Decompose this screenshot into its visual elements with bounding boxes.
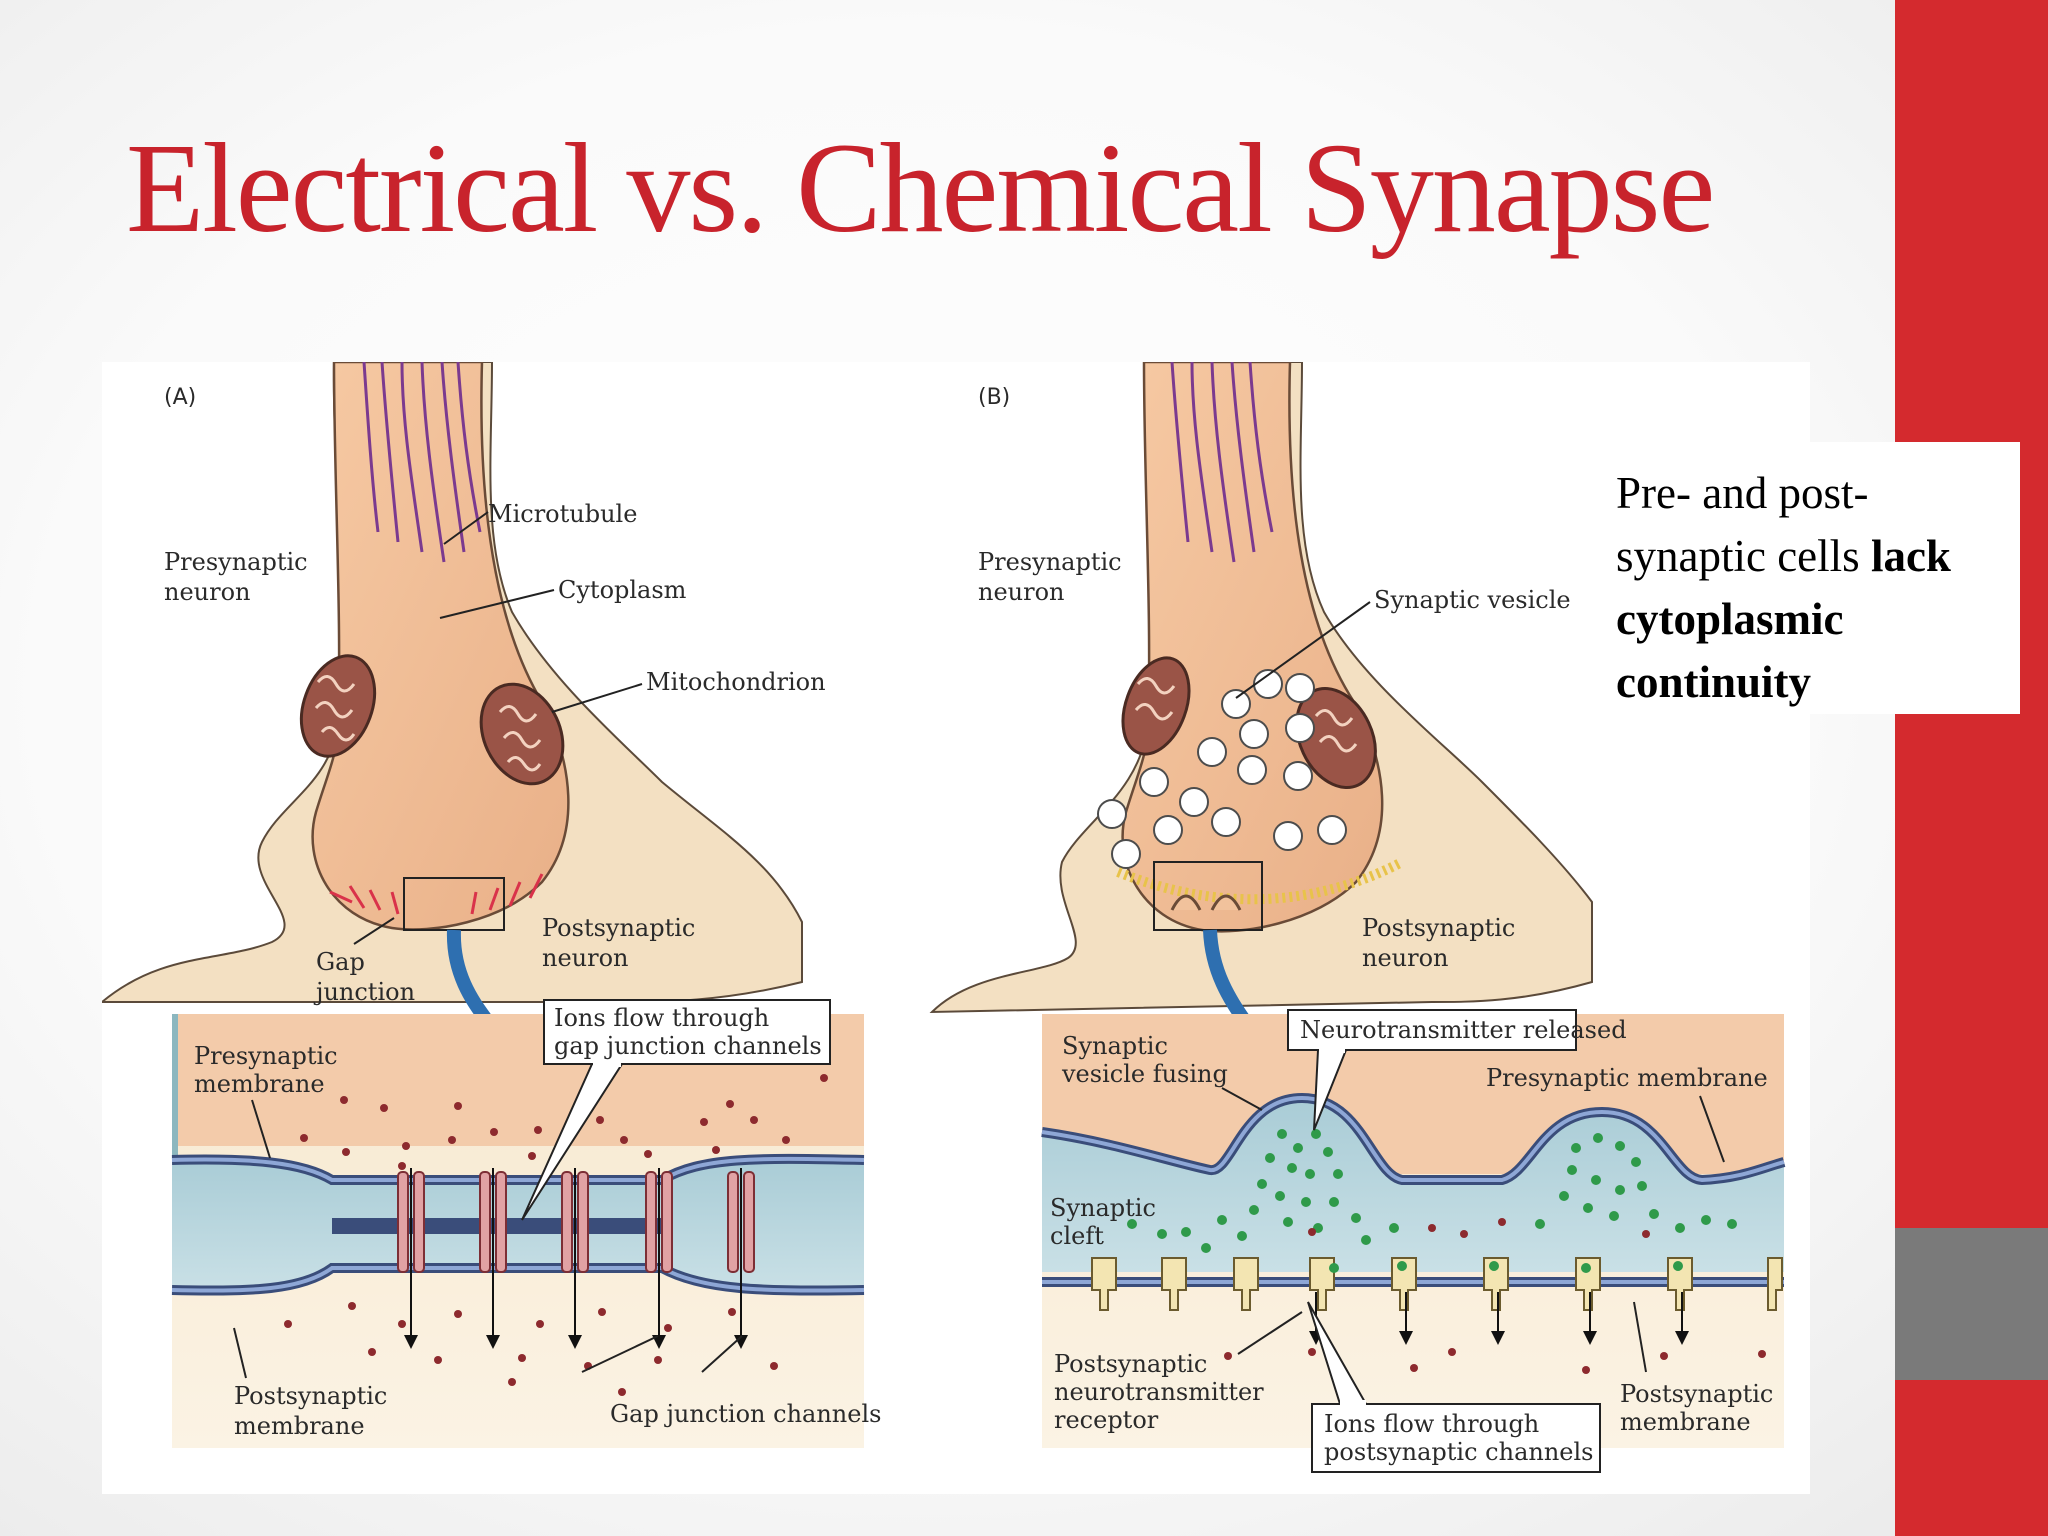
label-microtubule: Microtubule: [488, 500, 637, 528]
note-emphasis-continuity: continuity: [1616, 657, 1812, 707]
label-receptor-3: receptor: [1054, 1406, 1159, 1434]
panel-b-letter: (B): [978, 385, 1010, 410]
label-a-presynaptic-membrane-2: membrane: [194, 1070, 325, 1098]
panel-b-detail-inset: [1041, 1009, 1786, 1473]
note-line-1: Pre- and post-: [1616, 468, 1869, 518]
label-ions-flow-postsynaptic-2: postsynaptic channels: [1324, 1438, 1593, 1466]
label-b-presynaptic-membrane: Presynaptic membrane: [1486, 1064, 1768, 1092]
note-emphasis-lack: lack: [1870, 531, 1951, 581]
label-a-presynaptic-neuron-2: neuron: [164, 578, 251, 606]
panel-a-terminal: [102, 362, 803, 1052]
label-a-postsynaptic-membrane-2: membrane: [234, 1412, 365, 1440]
label-gap-junction-channels: Gap junction channels: [610, 1400, 881, 1428]
label-gap-junction: Gap: [316, 948, 365, 976]
panel-a-letter: (A): [164, 385, 196, 410]
label-synaptic-cleft-2: cleft: [1050, 1222, 1104, 1250]
label-receptor: Postsynaptic: [1054, 1350, 1207, 1378]
label-a-postsynaptic-neuron-2: neuron: [542, 944, 629, 972]
accent-bar-gray-block: [1895, 1228, 2048, 1380]
label-a-postsynaptic-neuron: Postsynaptic: [542, 914, 695, 942]
label-b-presynaptic-neuron-2: neuron: [978, 578, 1065, 606]
label-mitochondrion: Mitochondrion: [646, 668, 826, 696]
label-cytoplasm: Cytoplasm: [558, 576, 687, 604]
label-b-postsynaptic-neuron-2: neuron: [1362, 944, 1449, 972]
panel-b-terminal: [929, 362, 1593, 1058]
label-a-presynaptic-membrane: Presynaptic: [194, 1042, 338, 1070]
synapse-figure: (A) Presynaptic neuron Microtubule Cytop…: [102, 362, 1810, 1494]
label-b-postsynaptic-membrane: Postsynaptic: [1620, 1380, 1773, 1408]
label-neurotransmitter-released: Neurotransmitter released: [1300, 1016, 1627, 1044]
label-b-presynaptic-neuron: Presynaptic: [978, 548, 1122, 576]
label-synaptic-cleft: Synaptic: [1050, 1194, 1156, 1222]
label-a-postsynaptic-membrane: Postsynaptic: [234, 1382, 387, 1410]
label-synaptic-vesicle: Synaptic vesicle: [1374, 586, 1571, 614]
label-vesicle-fusing: Synaptic: [1062, 1032, 1168, 1060]
note-emphasis-cytoplasmic: cytoplasmic: [1616, 594, 1844, 644]
label-ions-flow-gap-2: gap junction channels: [554, 1032, 822, 1060]
label-b-postsynaptic-membrane-2: membrane: [1620, 1408, 1751, 1436]
slide-title: Electrical vs. Chemical Synapse: [126, 117, 1715, 259]
label-ions-flow-gap: Ions flow through: [554, 1004, 769, 1032]
note-line-2: synaptic cells: [1616, 531, 1871, 581]
label-ions-flow-postsynaptic: Ions flow through: [1324, 1410, 1539, 1438]
note-box: Pre- and post- synaptic cells lack cytop…: [1600, 442, 2020, 714]
label-receptor-2: neurotransmitter: [1054, 1378, 1264, 1406]
label-b-postsynaptic-neuron: Postsynaptic: [1362, 914, 1515, 942]
label-a-presynaptic-neuron: Presynaptic: [164, 548, 308, 576]
note-text: Pre- and post- synaptic cells lack cytop…: [1616, 462, 2016, 714]
label-vesicle-fusing-2: vesicle fusing: [1061, 1060, 1228, 1088]
panel-a-detail-inset: [171, 999, 865, 1448]
label-gap-junction-2: junction: [313, 978, 415, 1006]
